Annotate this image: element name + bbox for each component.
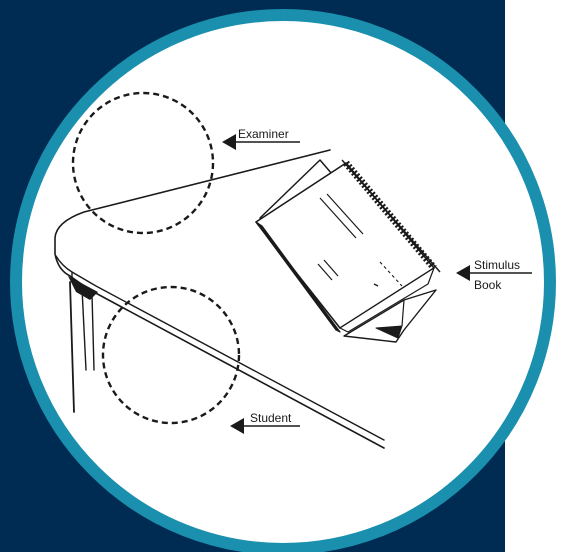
examiner-seat-circle (71, 91, 215, 235)
student-label: Student (250, 411, 292, 425)
examiner-arrow-icon (222, 134, 236, 150)
stimulus-book-label-line1: Stimulus (474, 258, 520, 272)
student-seat-circle (101, 285, 241, 425)
table-shadow (68, 276, 98, 300)
examiner-label: Examiner (238, 127, 289, 141)
circle-frame (10, 9, 556, 552)
stimulus-book-illustration (255, 159, 437, 343)
table-illustration (54, 149, 385, 449)
stimulus-book-label-line2: Book (474, 278, 502, 292)
student-arrow-icon (230, 418, 244, 434)
stimulus-book-arrow-icon (456, 265, 470, 281)
